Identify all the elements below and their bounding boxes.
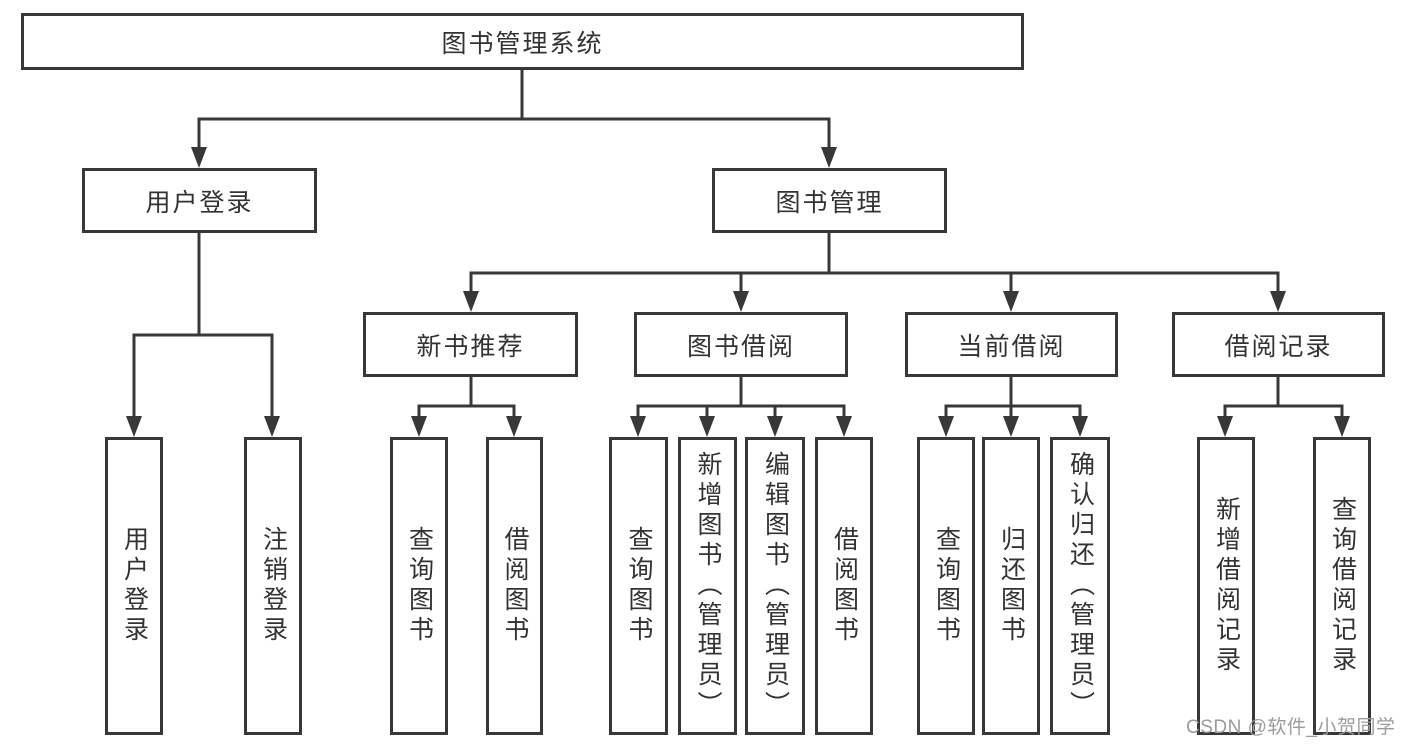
node-user-login: 用户登录 bbox=[82, 168, 317, 233]
node-book-borrowing: 图书借阅 bbox=[634, 312, 848, 377]
node-label: 借阅图书 bbox=[501, 526, 529, 646]
leaf-query-borrow-record: 查询借阅记录 bbox=[1313, 437, 1371, 735]
node-label: 查询借阅记录 bbox=[1328, 496, 1357, 676]
node-label: 查询图书 bbox=[932, 526, 961, 646]
node-label: 借阅图书 bbox=[830, 526, 859, 646]
node-label: 借阅记录 bbox=[1224, 332, 1333, 361]
node-library-management-system: 图书管理系统 bbox=[21, 13, 1024, 70]
node-label: 用户登录 bbox=[145, 188, 254, 217]
node-label: 确认归还（管理员） bbox=[1066, 451, 1095, 721]
leaf-return-books: 归还图书 bbox=[982, 437, 1040, 735]
node-current-borrowing: 当前借阅 bbox=[905, 312, 1118, 377]
node-label: 编辑图书（管理员） bbox=[761, 451, 790, 721]
arrowhead-icons bbox=[126, 147, 1350, 437]
node-label: 新书推荐 bbox=[416, 332, 525, 361]
leaf-logout: 注销登录 bbox=[244, 437, 302, 735]
leaf-query-books-recommend: 查询图书 bbox=[390, 437, 448, 735]
leaf-query-books-borrow: 查询图书 bbox=[609, 437, 668, 735]
leaf-borrow-books-recommend: 借阅图书 bbox=[486, 437, 543, 735]
watermark-csdn: CSDN @软件_小贺同学 bbox=[1186, 717, 1396, 738]
node-book-management: 图书管理 bbox=[712, 168, 947, 233]
leaf-borrow-books: 借阅图书 bbox=[815, 437, 873, 735]
node-label: 查询图书 bbox=[625, 526, 653, 646]
leaf-user-login: 用户登录 bbox=[105, 437, 163, 735]
node-label: 图书管理 bbox=[775, 188, 884, 217]
node-label: 归还图书 bbox=[997, 526, 1026, 646]
node-label: 新增借阅记录 bbox=[1212, 496, 1241, 676]
node-label: 新增图书（管理员） bbox=[694, 451, 722, 721]
node-label: 图书借阅 bbox=[686, 332, 795, 361]
leaf-add-book-admin: 新增图书（管理员） bbox=[678, 437, 737, 735]
leaf-confirm-return-admin: 确认归还（管理员） bbox=[1050, 437, 1110, 735]
node-new-book-recommendation: 新书推荐 bbox=[363, 312, 578, 377]
node-borrowing-records: 借阅记录 bbox=[1172, 312, 1385, 377]
leaf-add-borrow-record: 新增借阅记录 bbox=[1197, 437, 1255, 735]
node-label: 注销登录 bbox=[259, 526, 288, 646]
leaf-edit-book-admin: 编辑图书（管理员） bbox=[745, 437, 805, 735]
node-label: 当前借阅 bbox=[957, 332, 1066, 361]
node-label: 图书管理系统 bbox=[441, 29, 604, 58]
node-label: 查询图书 bbox=[405, 526, 434, 646]
node-label: 用户登录 bbox=[120, 526, 149, 646]
leaf-query-books-current: 查询图书 bbox=[917, 437, 975, 735]
